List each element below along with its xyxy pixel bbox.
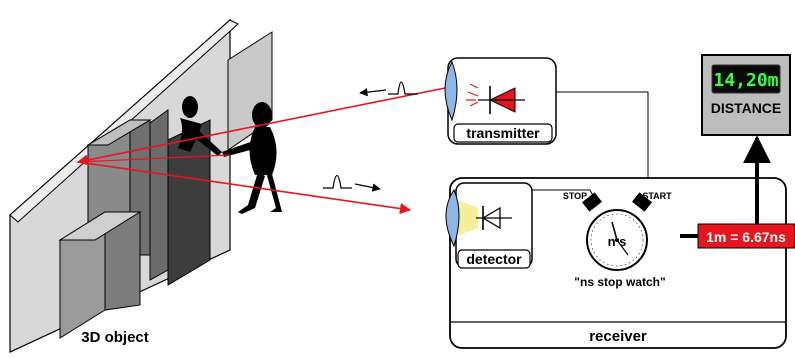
- detector-label: detector: [466, 251, 522, 267]
- transmitter-lens-icon: [444, 60, 458, 122]
- distance-label: DISTANCE: [711, 100, 782, 116]
- low-box-top: [58, 211, 142, 241]
- laser-beams: [76, 87, 446, 215]
- transmitter: transmitter: [444, 57, 557, 145]
- conversion-label: 1m = 6.67ns: [706, 229, 786, 245]
- stopwatch-caption: "ns stop watch": [574, 275, 665, 289]
- transmitter-label-box: [453, 123, 553, 143]
- stopwatch-icon: [582, 192, 652, 271]
- distance-meter: 14,20m DISTANCE: [701, 54, 791, 136]
- start-label: START: [642, 191, 672, 201]
- outgoing-beam: [76, 87, 446, 166]
- middle-box-top: [86, 119, 152, 146]
- transmitter-link: [556, 91, 649, 195]
- red-diode-icon: [466, 83, 525, 114]
- figure-right-icon: [222, 102, 282, 214]
- detector-label-box: [457, 249, 531, 269]
- pulse-arrow-right-icon: [323, 174, 381, 192]
- back-wall-top: [9, 19, 239, 223]
- conversion-box: [697, 223, 795, 249]
- stop-label: STOP: [563, 191, 587, 201]
- return-beam-lower: [77, 154, 231, 163]
- photodiode-icon: [476, 206, 512, 230]
- receiver-label: receiver: [589, 328, 647, 345]
- distance-value: 14,20m: [713, 70, 778, 91]
- transmitter-label: transmitter: [466, 125, 540, 141]
- meter-display: [711, 64, 781, 94]
- front-slab-face: [149, 109, 169, 281]
- detector-lens-icon: [445, 188, 460, 248]
- 3d-object-label: 3D object: [81, 329, 149, 346]
- pulse-arrow-left-icon: [359, 81, 418, 97]
- return-beam: [77, 161, 412, 215]
- stopwatch-face-label: n s: [608, 234, 627, 249]
- 3d-object-scene: [9, 18, 282, 353]
- receiver: receiver detector n s STOP START "ns sto…: [445, 177, 795, 349]
